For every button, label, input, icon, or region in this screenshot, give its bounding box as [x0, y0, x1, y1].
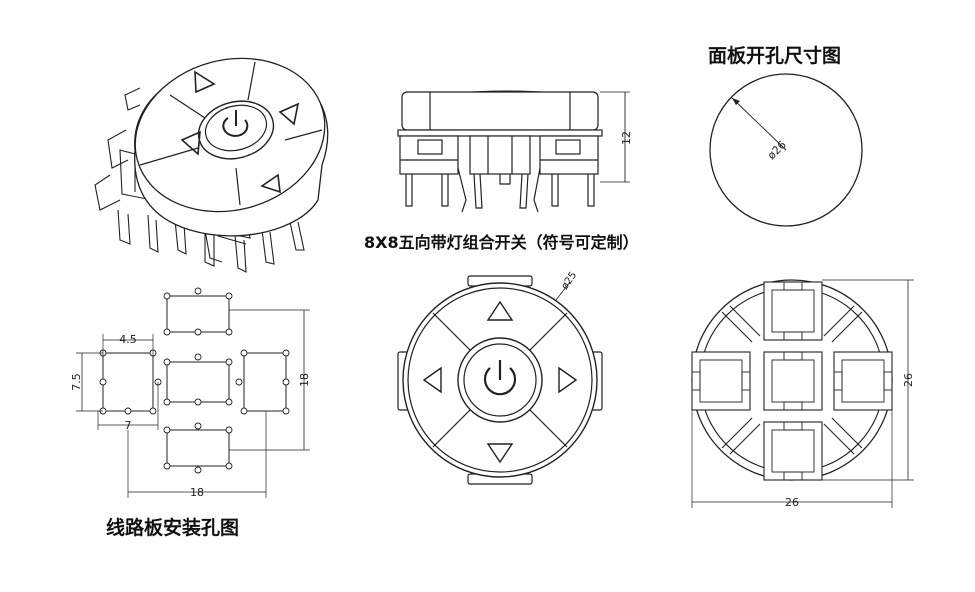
pcb-hole-layout: 4.5 7.5 7 18 18 [70, 287, 311, 499]
pcb-width-label: 7 [125, 419, 132, 432]
triangle-arrow-icon [180, 70, 300, 194]
pcb-pitch-label: 4.5 [119, 333, 137, 346]
triangle-arrow-icon [422, 300, 578, 464]
bottom-view: 26 26 [691, 279, 915, 509]
power-icon [222, 110, 249, 137]
bottom-width-label: 26 [785, 496, 799, 509]
pcb-holes [99, 287, 290, 474]
pcb-span-v-label: 18 [298, 373, 311, 387]
pcb-mounting-caption: 线路板安装孔图 [106, 517, 240, 539]
power-icon [483, 360, 517, 396]
product-caption: 8X8五向带灯组合开关（符号可定制） [364, 233, 639, 252]
side-view: 12 [397, 90, 633, 213]
pcb-height-label: 7.5 [70, 373, 83, 391]
pcb-span-h-label: 18 [190, 486, 204, 499]
bottom-height-label: 26 [902, 373, 915, 387]
top-diameter-label: ø25 [559, 270, 579, 292]
panel-cutout-caption: 面板开孔尺寸图 [708, 45, 842, 67]
top-view: ø25 [397, 270, 603, 485]
side-height-label: 12 [620, 131, 633, 145]
perspective-view [94, 57, 329, 273]
panel-cutout-view: ø26 [709, 73, 863, 227]
